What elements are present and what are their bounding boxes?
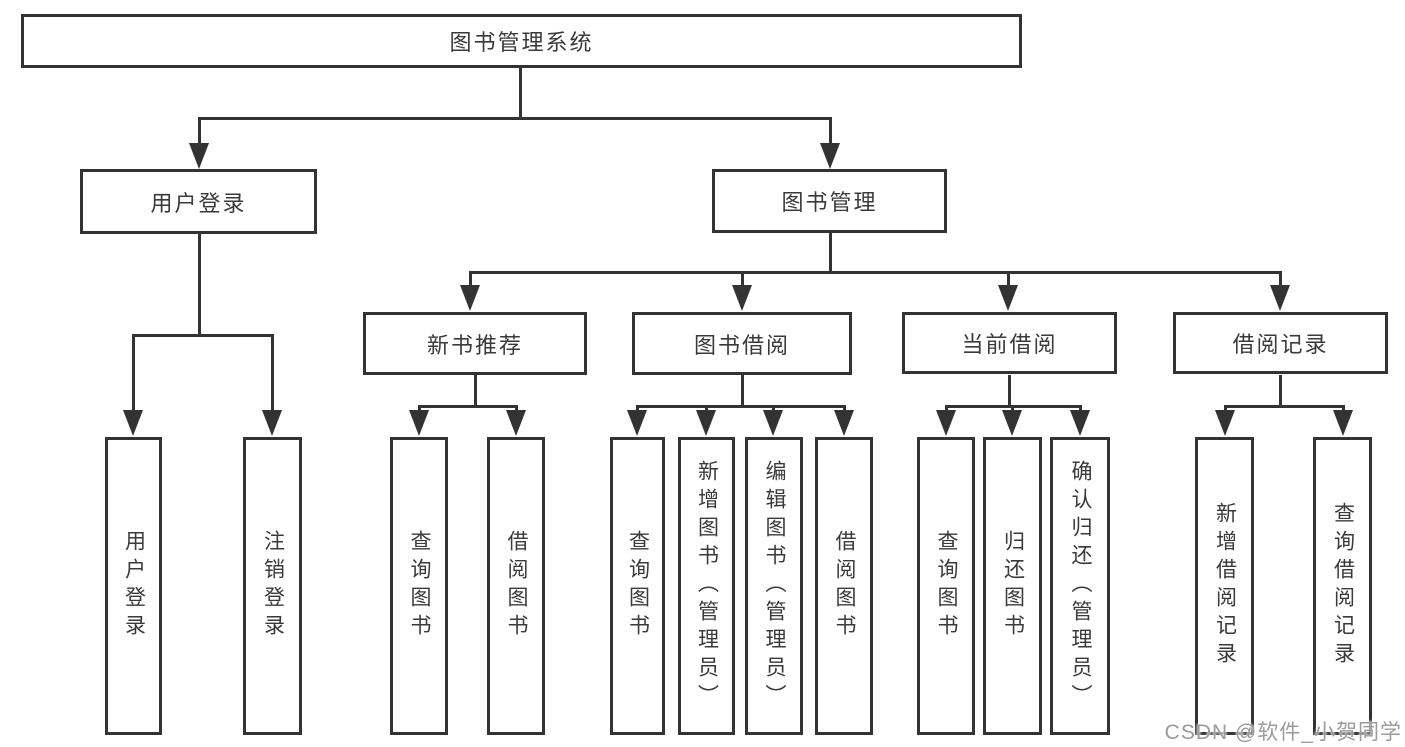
connector-line <box>636 405 845 408</box>
arrow-down-icon <box>732 285 752 311</box>
node-borrow-records: 借阅记录 <box>1173 312 1388 374</box>
arrow-down-icon <box>262 410 282 436</box>
leaf-user-login: 用户登录 <box>105 437 162 735</box>
arrow-down-icon <box>1215 410 1235 436</box>
connector-line <box>1279 271 1282 289</box>
connector-line <box>198 234 201 335</box>
leaf-add-borrow-record: 新增借阅记录 <box>1195 437 1254 735</box>
node-current-borrowing: 当前借阅 <box>902 312 1117 374</box>
arrow-down-icon <box>627 410 647 436</box>
node-book-management: 图书管理 <box>712 169 947 233</box>
leaf-confirm-return-admin: 确认归还（管理员） <box>1050 437 1110 735</box>
leaf-borrow-books-nb: 借阅图书 <box>487 437 545 735</box>
node-library-system: 图书管理系统 <box>21 14 1022 68</box>
connector-line <box>829 117 832 149</box>
arrow-down-icon <box>763 410 783 436</box>
arrow-down-icon <box>409 410 429 436</box>
arrow-down-icon <box>998 285 1018 311</box>
connector-line <box>198 117 832 120</box>
connector-line <box>132 334 274 337</box>
node-book-borrowing: 图书借阅 <box>632 312 852 375</box>
arrow-down-icon <box>460 285 480 311</box>
connector-line <box>1007 271 1010 289</box>
leaf-add-books-admin: 新增图书（管理员） <box>678 437 735 735</box>
connector-line <box>829 233 832 274</box>
arrow-down-icon <box>1002 410 1022 436</box>
csdn-watermark: CSDN @软件_小贺同学 <box>1164 721 1402 744</box>
node-user-login: 用户登录 <box>80 169 317 234</box>
connector-line <box>1224 405 1345 408</box>
connector-line <box>132 334 135 414</box>
connector-line <box>198 117 201 149</box>
leaf-borrow-books-bb: 借阅图书 <box>815 437 873 735</box>
connector-line <box>271 334 274 414</box>
leaf-edit-books-admin: 编辑图书（管理员） <box>745 437 803 735</box>
connector-line <box>1008 375 1011 407</box>
connector-line <box>1279 375 1282 407</box>
arrow-down-icon <box>1333 410 1353 436</box>
connector-line <box>741 375 744 407</box>
connector-line <box>519 68 522 118</box>
leaf-query-books-nb: 查询图书 <box>390 437 448 735</box>
connector-line <box>741 271 744 289</box>
connector-line <box>418 405 518 408</box>
leaf-query-books-bb: 查询图书 <box>610 437 665 735</box>
connector-line <box>469 271 472 289</box>
leaf-query-books-cb: 查询图书 <box>917 437 975 735</box>
leaf-return-books: 归还图书 <box>983 437 1042 735</box>
arrow-down-icon <box>820 143 840 169</box>
arrow-down-icon <box>696 410 716 436</box>
connector-line <box>474 375 477 407</box>
arrow-down-icon <box>1070 410 1090 436</box>
node-new-book-recommend: 新书推荐 <box>363 312 587 375</box>
arrow-down-icon <box>1270 285 1290 311</box>
arrow-down-icon <box>506 410 526 436</box>
arrow-down-icon <box>123 410 143 436</box>
arrow-down-icon <box>936 410 956 436</box>
leaf-query-borrow-record: 查询借阅记录 <box>1313 437 1372 735</box>
connector-line <box>469 271 1282 274</box>
arrow-down-icon <box>189 143 209 169</box>
arrow-down-icon <box>834 410 854 436</box>
leaf-logout-login: 注销登录 <box>243 437 302 735</box>
